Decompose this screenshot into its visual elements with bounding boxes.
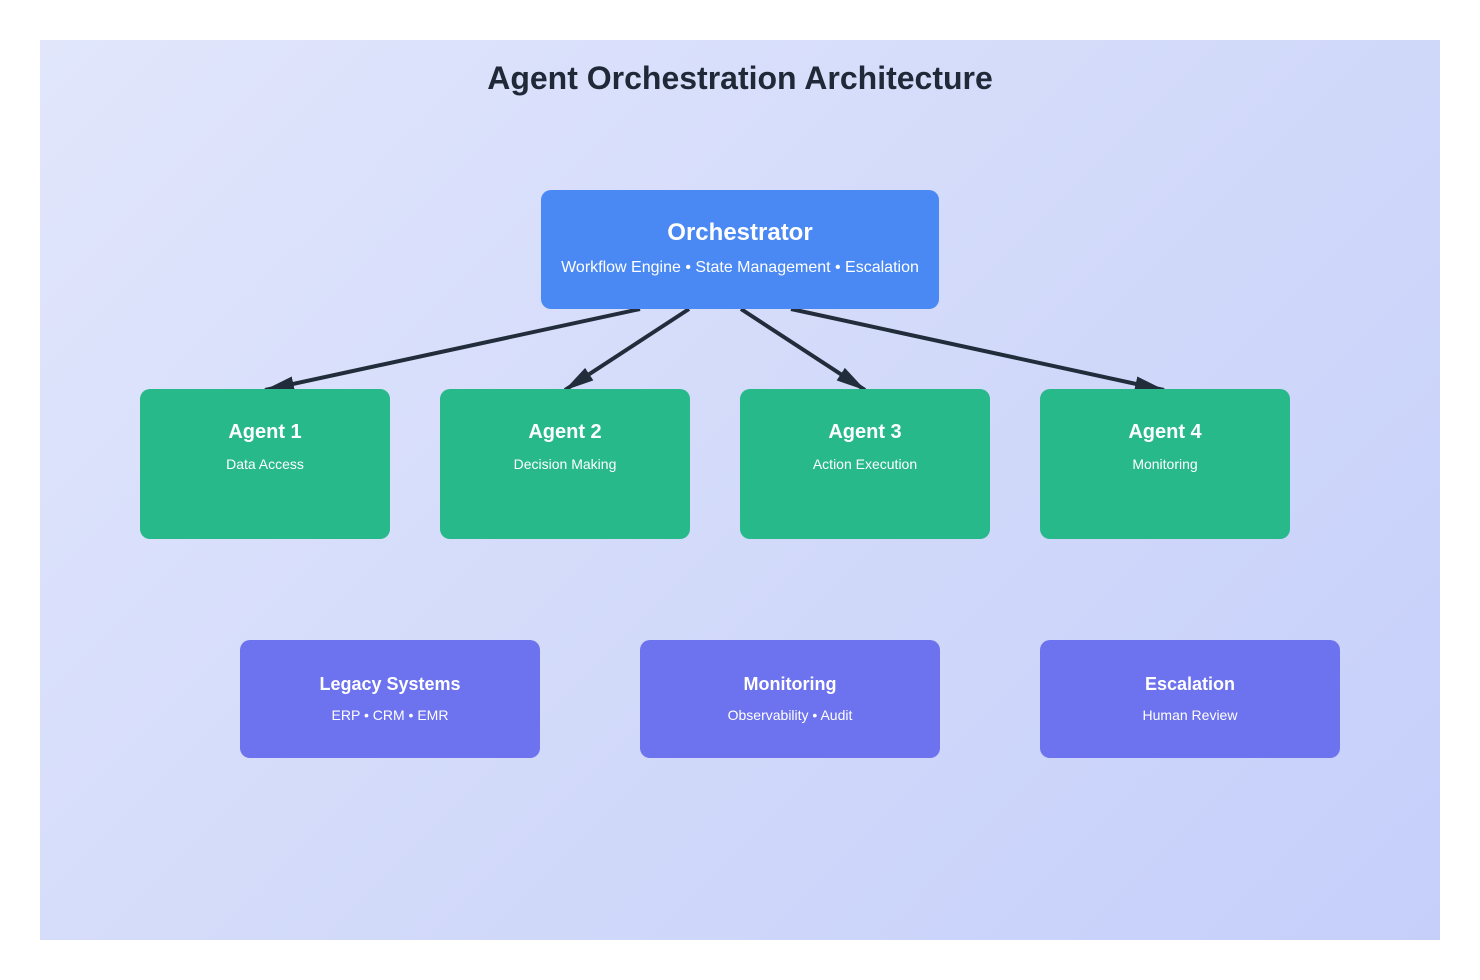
agent-1-subtitle: Data Access <box>226 456 304 472</box>
agent-4-title: Agent 4 <box>1128 421 1202 443</box>
agent-1-title: Agent 1 <box>228 421 302 443</box>
orchestrator-subtitle: Workflow Engine • State Management • Esc… <box>561 259 919 276</box>
monitoring-node: Monitoring Observability • Audit <box>640 640 940 758</box>
agent-2-node: Agent 2 Decision Making <box>440 389 690 539</box>
agent-3-title: Agent 3 <box>828 421 902 443</box>
agent-1-node: Agent 1 Data Access <box>140 389 390 539</box>
legacy-systems-subtitle: ERP • CRM • EMR <box>331 707 449 723</box>
agent-4-subtitle: Monitoring <box>1132 456 1198 472</box>
arrow-orchestrator-to-agent-4 <box>790 307 1165 392</box>
escalation-subtitle: Human Review <box>1142 707 1238 723</box>
monitoring-subtitle: Observability • Audit <box>727 707 853 723</box>
escalation-node: Escalation Human Review <box>1040 640 1340 758</box>
arrow-orchestrator-to-agent-2 <box>563 307 691 392</box>
agent-2-subtitle: Decision Making <box>513 456 617 472</box>
legacy-systems-node: Legacy Systems ERP • CRM • EMR <box>240 640 540 758</box>
agent-3-node: Agent 3 Action Execution <box>740 389 990 539</box>
diagram-title: Agent Orchestration Architecture <box>487 60 993 96</box>
arrow-orchestrator-to-agent-1 <box>264 307 641 392</box>
orchestrator-node: Orchestrator Workflow Engine • State Man… <box>541 190 939 309</box>
agent-4-node: Agent 4 Monitoring <box>1040 389 1290 539</box>
arrow-orchestrator-to-agent-3 <box>739 307 867 392</box>
monitoring-title: Monitoring <box>743 674 837 694</box>
agent-3-subtitle: Action Execution <box>812 456 918 472</box>
escalation-title: Escalation <box>1144 674 1236 694</box>
orchestrator-title: Orchestrator <box>667 219 813 246</box>
agent-2-title: Agent 2 <box>528 421 602 443</box>
legacy-systems-title: Legacy Systems <box>319 674 461 694</box>
